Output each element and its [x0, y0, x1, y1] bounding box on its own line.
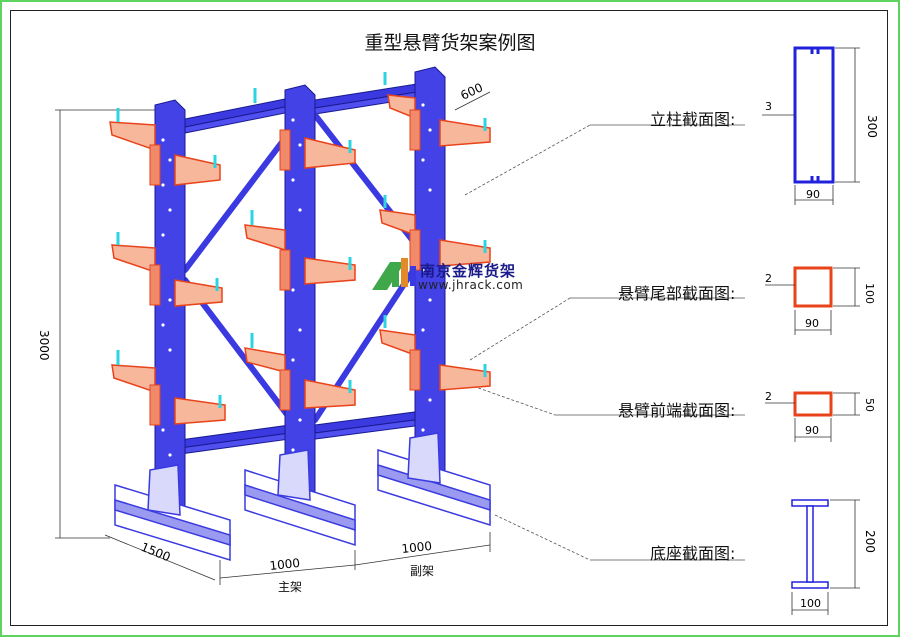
arm-rear-section-label: 悬臂尾部截面图:	[618, 284, 736, 303]
arm-rear-section	[793, 266, 833, 308]
base-width: 100	[800, 597, 821, 610]
watermark-logo	[372, 258, 416, 290]
bay-width-1-label: 1000	[269, 556, 301, 573]
watermark-company: 南京金辉货架	[420, 262, 517, 280]
arm-length-label: 600	[458, 80, 485, 102]
column-section-label: 立柱截面图:	[650, 110, 736, 129]
column-height: 300	[865, 115, 879, 138]
base-section	[791, 499, 829, 589]
inner-border	[10, 10, 888, 626]
base-section-label: 底座截面图:	[650, 544, 736, 563]
arm-front-section-label: 悬臂前端截面图:	[618, 401, 736, 420]
column-thickness: 3	[765, 100, 772, 113]
arm-plates	[149, 109, 421, 426]
height-label: 3000	[37, 330, 51, 361]
arm-front-thickness: 2	[765, 390, 772, 403]
watermark-url: www.jhrack.com	[418, 278, 524, 292]
arm-front-width: 90	[805, 424, 819, 437]
arms	[109, 94, 491, 425]
arm-rear-thickness: 2	[765, 272, 772, 285]
base-dimensions	[104, 532, 491, 585]
diagram-title: 重型悬臂货架案例图	[364, 32, 536, 54]
base-depth-label: 1500	[139, 540, 173, 564]
bases	[114, 432, 491, 562]
column-section	[793, 46, 835, 184]
end-caps	[116, 72, 487, 408]
arm-rear-width: 90	[805, 317, 819, 330]
leader-lines	[449, 124, 745, 561]
column-width: 90	[806, 188, 820, 201]
arm-front-height: 50	[863, 398, 876, 412]
main-frame-label: 主架	[278, 580, 303, 594]
arm-rear-height: 100	[863, 283, 876, 304]
arm-front-section	[793, 391, 833, 417]
secondary-frame-label: 副架	[410, 564, 435, 578]
base-height: 200	[863, 530, 877, 553]
height-dimension	[55, 109, 155, 539]
bay-width-2-label: 1000	[401, 539, 433, 556]
